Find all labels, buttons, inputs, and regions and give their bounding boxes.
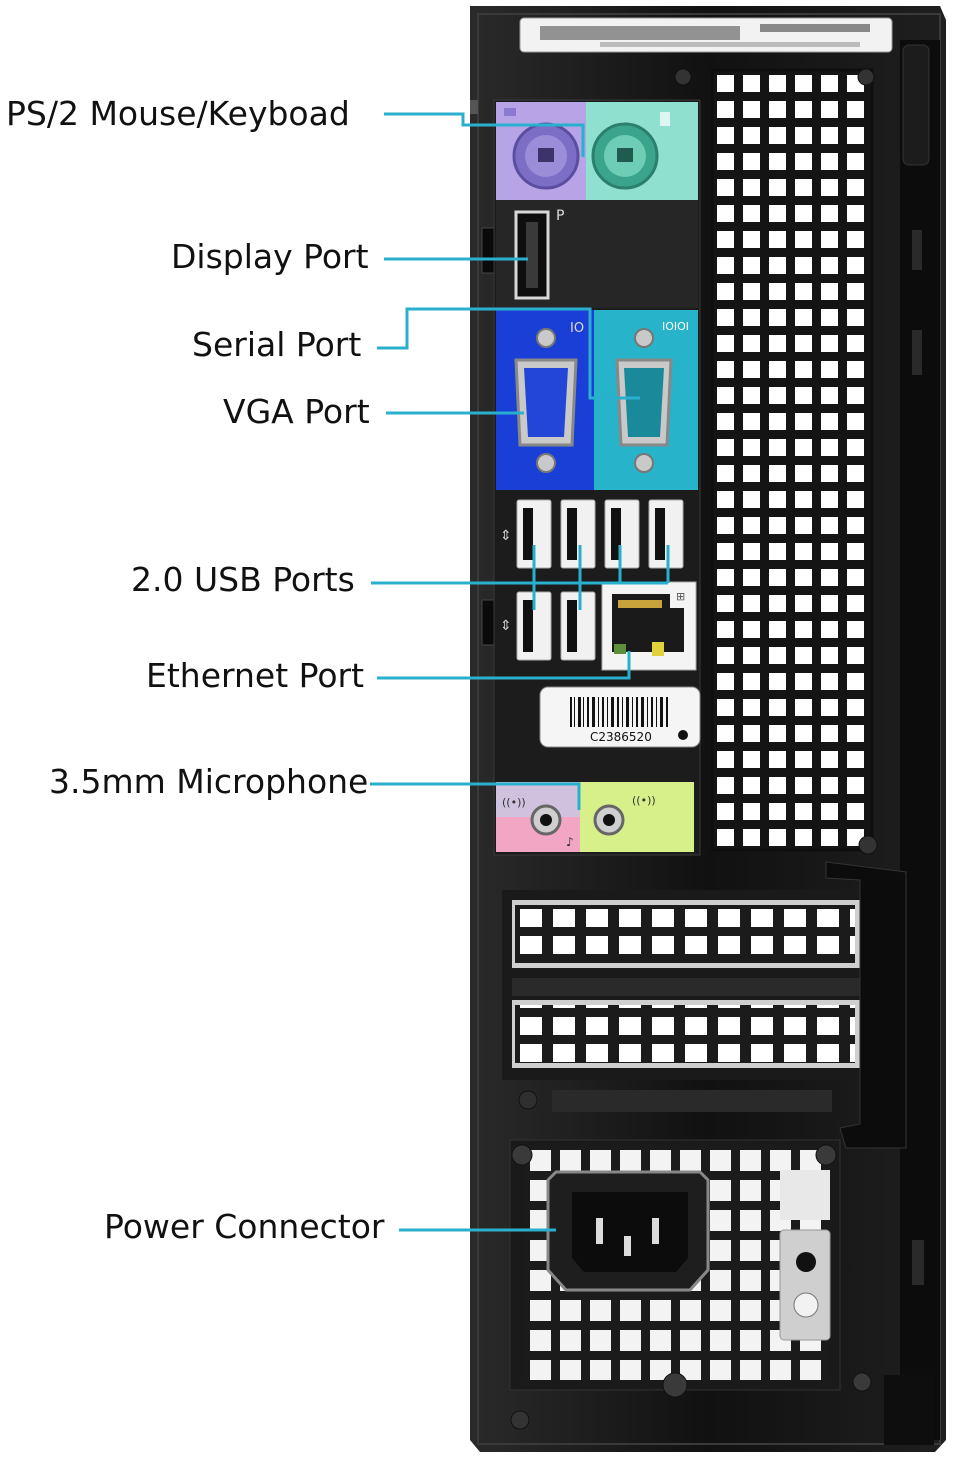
svg-text:IOIOI: IOIOI	[662, 320, 689, 333]
service-tag-label	[519, 17, 893, 53]
svg-text:♪: ♪	[566, 835, 574, 849]
label-microphone: 3.5mm Microphone	[49, 762, 369, 801]
svg-text:IO: IO	[570, 321, 584, 336]
barcode-text: C2386520	[590, 730, 652, 744]
serial-port: IOIOI	[594, 310, 698, 490]
svg-text:((•)): ((•))	[502, 796, 526, 809]
top-vent-grille	[712, 70, 872, 850]
ps2-ports	[496, 102, 698, 200]
label-display-port: Display Port	[171, 237, 369, 276]
label-usb-ports: 2.0 USB Ports	[131, 560, 355, 599]
label-ethernet-port: Ethernet Port	[146, 656, 365, 695]
leader-ethernet-port	[377, 651, 631, 680]
svg-text:⇕: ⇕	[500, 528, 512, 544]
usb-ports: ⇕ ⇕	[496, 490, 698, 670]
vga-port: IO	[496, 310, 594, 490]
leader-lines	[370, 112, 670, 1232]
svg-text:P: P	[556, 208, 564, 224]
leader-ps2	[384, 112, 585, 157]
label-vga-port: VGA Port	[223, 392, 370, 431]
svg-text:((•)): ((•))	[632, 794, 656, 807]
label-power-connector: Power Connector	[104, 1207, 385, 1246]
display-port: P	[496, 200, 698, 308]
label-ps2: PS/2 Mouse/Keyboad	[6, 94, 350, 133]
ethernet-port: ⊞	[601, 581, 697, 671]
svg-text:⊞: ⊞	[676, 590, 685, 603]
barcode-sticker: C2386520	[539, 686, 701, 748]
power-supply	[509, 1139, 872, 1430]
leader-microphone	[370, 782, 581, 810]
leader-serial-port	[377, 307, 640, 400]
audio-jacks: ((•)) ((•)) ♪	[496, 782, 694, 852]
expansion-slots	[502, 861, 907, 1149]
svg-text:⇕: ⇕	[500, 618, 512, 634]
label-serial-port: Serial Port	[192, 325, 362, 364]
